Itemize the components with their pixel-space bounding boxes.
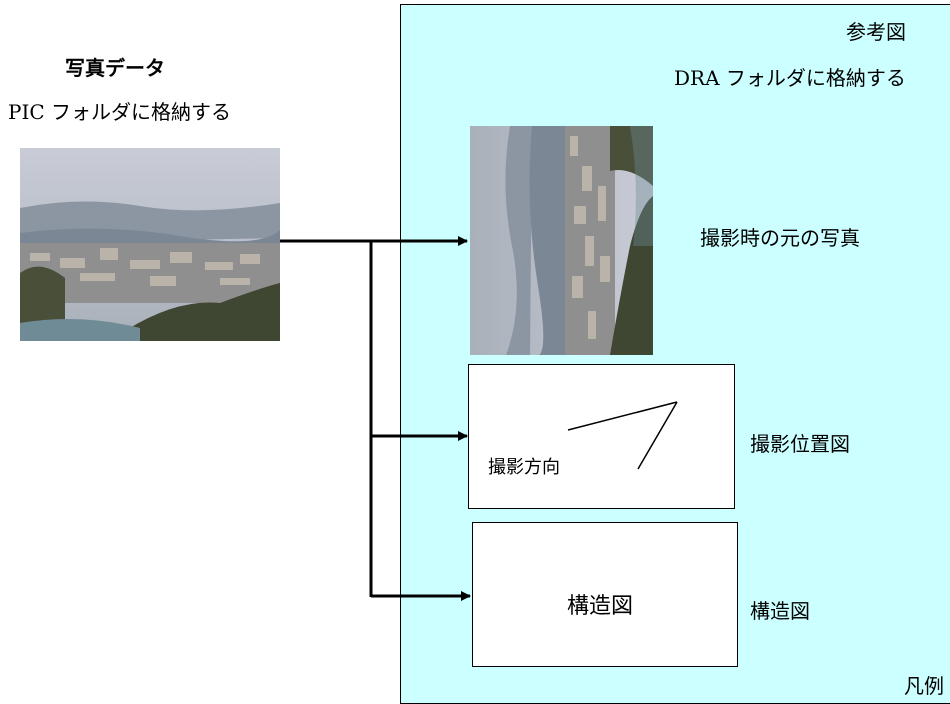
structure-box-text: 構造図 [567,594,634,619]
legend-label: 凡例 [904,674,944,698]
original-photo-label: 撮影時の元の写真 [700,226,860,250]
structure-box [472,522,738,667]
source-photo [20,148,280,341]
source-photo-image [20,148,280,341]
reference-title: 参考図 [846,20,906,44]
photo-data-title: 写真データ [65,56,165,80]
photo-data-subtitle: PIC フォルダに格納する [8,100,232,124]
position-map-label: 撮影位置図 [750,432,850,456]
structure-label: 構造図 [750,599,810,623]
original-photo-image [470,126,653,355]
direction-label: 撮影方向 [488,457,560,478]
reference-subtitle: DRA フォルダに格納する [674,66,906,90]
original-photo [470,126,653,355]
position-map-box [468,364,735,509]
